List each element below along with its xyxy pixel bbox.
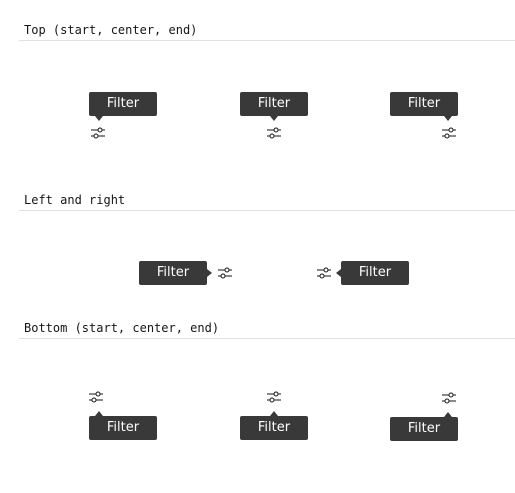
tooltip-caret xyxy=(444,116,452,121)
tooltip-bottom-center: Filter xyxy=(240,411,308,440)
tooltip-caret xyxy=(270,116,278,121)
tooltip-label: Filter xyxy=(156,265,190,280)
tooltip-left: Filter xyxy=(139,261,212,285)
tooltip-label: Filter xyxy=(407,96,441,111)
filter-icon[interactable] xyxy=(441,125,457,141)
filter-icon[interactable] xyxy=(316,265,332,281)
tooltip-top-center: Filter xyxy=(240,92,308,121)
tooltip-label: Filter xyxy=(106,96,140,111)
filter-icon[interactable] xyxy=(266,389,282,405)
tooltip-caret xyxy=(207,269,212,277)
tooltip-label: Filter xyxy=(358,265,392,280)
tooltip-bottom-start: Filter xyxy=(89,411,157,440)
divider xyxy=(19,338,515,339)
divider xyxy=(19,210,515,211)
tooltip-label: Filter xyxy=(257,96,291,111)
filter-icon[interactable] xyxy=(441,390,457,406)
filter-icon[interactable] xyxy=(217,265,233,281)
tooltip-top-end: Filter xyxy=(390,92,458,121)
tooltip-label: Filter xyxy=(257,420,291,435)
tooltip-label: Filter xyxy=(407,421,441,436)
section-title-top: Top (start, center, end) xyxy=(24,23,198,37)
tooltip-caret xyxy=(270,411,278,416)
tooltip-right: Filter xyxy=(336,261,409,285)
section-title-bottom: Bottom (start, center, end) xyxy=(24,321,220,335)
divider xyxy=(19,40,515,41)
tooltip-caret xyxy=(95,116,103,121)
filter-icon[interactable] xyxy=(266,125,282,141)
filter-icon[interactable] xyxy=(90,125,106,141)
tooltip-caret xyxy=(95,411,103,416)
section-title-left-right: Left and right xyxy=(24,193,126,207)
tooltip-label: Filter xyxy=(106,420,140,435)
filter-icon[interactable] xyxy=(88,389,104,405)
tooltip-bottom-end: Filter xyxy=(390,412,458,441)
tooltip-top-start: Filter xyxy=(89,92,157,121)
tooltip-caret xyxy=(444,412,452,417)
tooltip-caret xyxy=(336,269,341,277)
